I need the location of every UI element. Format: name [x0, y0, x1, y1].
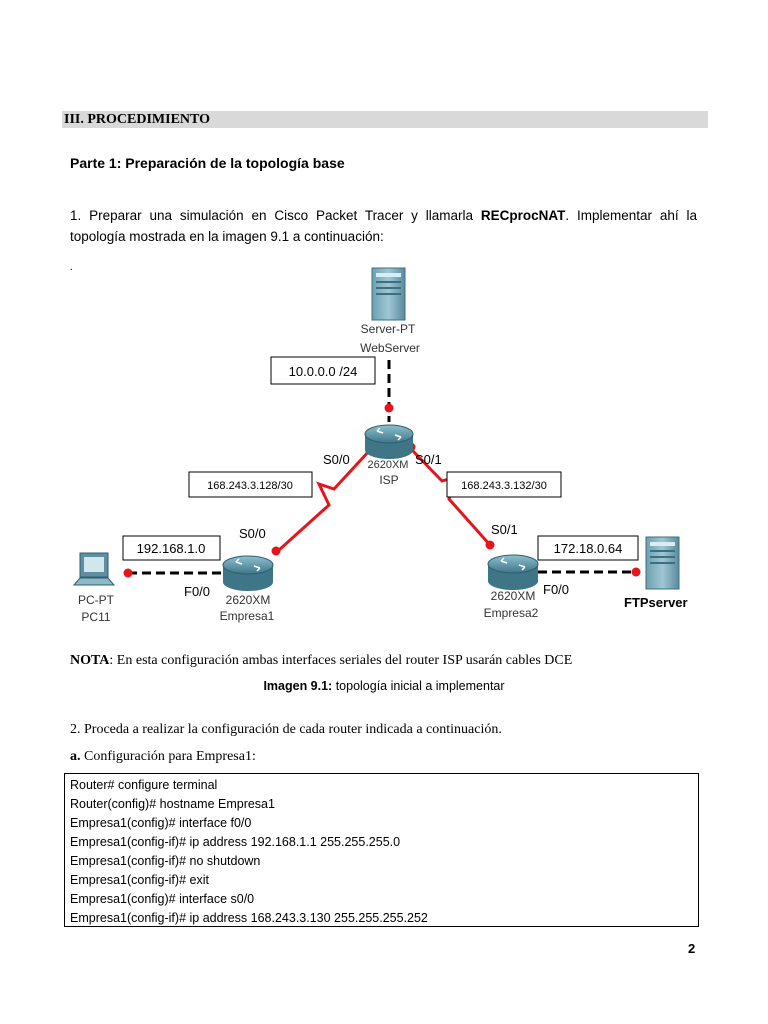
- net-box-lan1: [122, 535, 221, 561]
- topology-diagram: Server-PT WebServer 2620XM ISP S0/0 S0/1…: [72, 267, 688, 624]
- config-code-box: Router# configure terminal Router(config…: [64, 773, 699, 927]
- pc-label-line1: PC-PT: [78, 593, 115, 607]
- config-line: Router(config)# hostname Empresa1: [70, 797, 275, 811]
- section-title: III. PROCEDIMIENTO: [64, 112, 210, 127]
- empresa1-model-label: 2620XM: [226, 593, 271, 607]
- net-label-lan1: 192.168.1.0: [137, 541, 206, 556]
- step-a-text: Configuración para Empresa1:: [80, 749, 256, 764]
- config-line: Empresa1(config-if)# no shutdown: [70, 854, 261, 868]
- config-line: Router# configure terminal: [70, 778, 218, 792]
- link-dot: [384, 403, 394, 413]
- net-label-left-serial: 168.243.3.128/30: [207, 480, 293, 492]
- caption-label: Imagen 9.1:: [263, 679, 333, 693]
- empresa1-port-s00: S0/0: [239, 526, 266, 541]
- net-label-web: 10.0.0.0 /24: [289, 364, 358, 379]
- figure-caption: Imagen 9.1: topología inicial a implemen…: [0, 679, 768, 693]
- stray-mark: .: [70, 262, 73, 273]
- step-1-text-before: 1. Preparar una simulación en Cisco Pack…: [70, 208, 481, 223]
- empresa2-port-s01: S0/1: [491, 522, 518, 537]
- isp-name-label: ISP: [379, 473, 398, 487]
- isp-router-icon: [364, 424, 414, 459]
- empresa1-port-f00: F0/0: [184, 584, 210, 599]
- empresa1-name-label: Empresa1: [220, 609, 275, 623]
- server-label-line2: WebServer: [360, 341, 420, 355]
- step-2-paragraph: 2. Proceda a realizar la configuración d…: [70, 722, 502, 737]
- step-1-paragraph: 1. Preparar una simulación en Cisco Pack…: [70, 205, 697, 247]
- isp-port-s00: S0/0: [323, 452, 350, 467]
- config-line: Empresa1(config-if)# exit: [70, 873, 209, 887]
- config-line: Empresa1(config)# interface f0/0: [70, 816, 252, 830]
- link-dot: [631, 567, 641, 577]
- net-box-left-serial: [188, 471, 313, 498]
- page-number: 2: [688, 941, 696, 956]
- config-line: Empresa1(config-if)# ip address 168.243.…: [70, 911, 428, 925]
- ftp-server-label: FTPserver: [624, 595, 688, 610]
- net-label-lan2: 172.18.0.64: [554, 541, 623, 556]
- server-label-line1: Server-PT: [361, 322, 416, 336]
- pc-label-line2: PC11: [81, 610, 110, 624]
- note-text: : En esta configuración ambas interfaces…: [109, 653, 573, 668]
- caption-text: topología inicial a implementar: [332, 679, 505, 693]
- config-line: Empresa1(config-if)# ip address 192.168.…: [70, 835, 401, 849]
- simulation-name: RECprocNAT: [480, 208, 566, 223]
- step-a-label: a.: [70, 749, 81, 764]
- empresa2-model-label: 2620XM: [491, 589, 536, 603]
- empresa2-name-label: Empresa2: [484, 606, 539, 620]
- pc-icon: [72, 552, 116, 586]
- serial-cable-left: [277, 448, 372, 552]
- part-title: Parte 1: Preparación de la topología bas…: [70, 155, 345, 171]
- net-box-web: [270, 356, 376, 385]
- link-dot: [271, 546, 281, 556]
- step-1-text-after: . Implementar ahí la topología mostrada …: [70, 208, 698, 244]
- net-box-right-serial: [446, 471, 562, 498]
- empresa1-router-icon: [222, 555, 274, 591]
- note-label: NOTA: [70, 653, 110, 668]
- note-paragraph: NOTA: En esta configuración ambas interf…: [70, 653, 572, 669]
- section-header-bar: [62, 111, 708, 128]
- isp-port-s01: S0/1: [415, 452, 442, 467]
- link-dot: [485, 540, 495, 550]
- ftp-server-icon: [645, 536, 680, 590]
- web-server-icon: [371, 267, 406, 321]
- step-a-paragraph: a. Configuración para Empresa1:: [70, 749, 256, 765]
- net-label-right-serial: 168.243.3.132/30: [461, 480, 547, 492]
- config-line: Empresa1(config)# interface s0/0: [70, 892, 255, 906]
- net-box-lan2: [537, 535, 639, 561]
- isp-model-label: 2620XM: [368, 459, 409, 471]
- link-dot: [123, 568, 133, 578]
- empresa2-port-f00: F0/0: [543, 582, 569, 597]
- empresa2-router-icon: [487, 554, 539, 590]
